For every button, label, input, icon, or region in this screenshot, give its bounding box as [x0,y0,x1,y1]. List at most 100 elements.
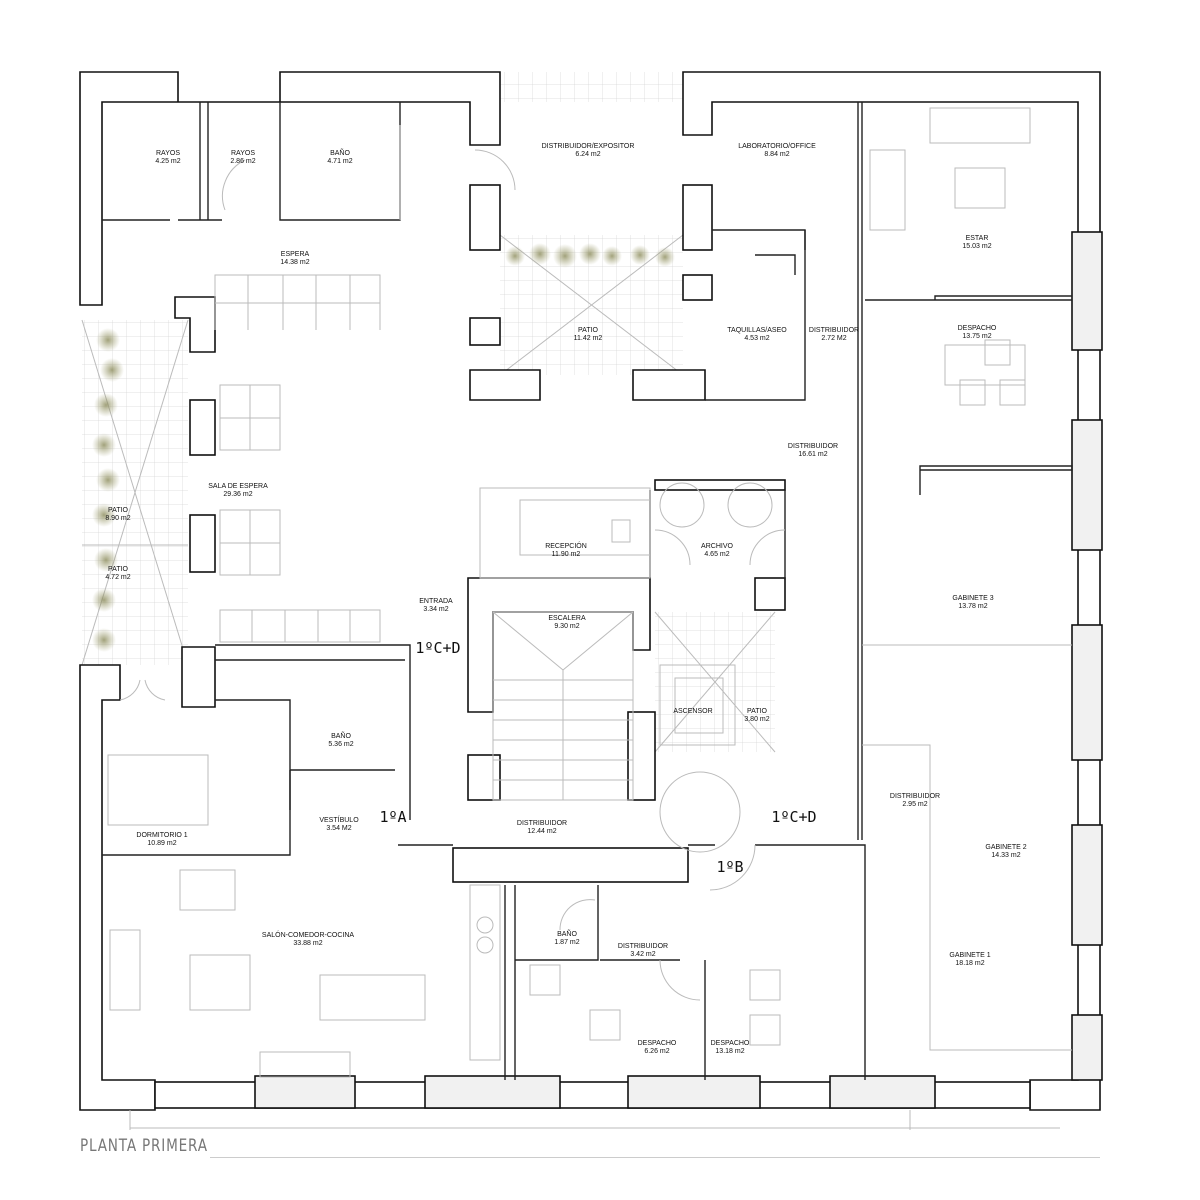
room-area: 13.78 m2 [958,603,987,610]
room-name: DORMITORIO 1 [136,832,187,839]
room-name: SALA DE ESPERA [208,483,268,490]
room-name: RAYOS [156,150,180,157]
room-name: DESPACHO [638,1040,677,1047]
room-area: 18.18 m2 [955,960,984,967]
room-area: 3.42 m2 [630,951,655,958]
title-underline [210,1157,1100,1158]
room-name: SALÓN-COMEDOR-COCINA [262,930,355,939]
patio-lift [654,611,776,753]
room-area: 6.24 m2 [575,151,600,158]
room-name: ESCALERA [548,615,586,622]
room-area: 15.03 m2 [962,243,991,250]
room-area: 4.53 m2 [744,335,769,342]
room-area: 2.72 M2 [821,335,846,342]
room-name: ARCHIVO [701,543,733,550]
room-name: DISTRIBUIDOR [890,793,940,800]
room-label: ASCENSOR [673,708,712,715]
room-name: GABINETE 3 [952,595,993,602]
staircase [492,611,634,801]
room-area: 4.72 m2 [105,574,130,581]
room-name: BAÑO [557,929,577,938]
unit-label: 1ºA [379,808,406,826]
room-area: 29.36 m2 [223,491,252,498]
room-area: 4.71 m2 [327,158,352,165]
furniture [107,107,1031,1078]
exterior-walls [79,71,1103,1130]
room-area: 2.86 m2 [230,158,255,165]
room-name: RAYOS [231,150,255,157]
room-area: 13.18 m2 [715,1048,744,1055]
room-area: 33.88 m2 [293,940,322,947]
room-name: GABINETE 1 [949,952,990,959]
room-area: 12.44 m2 [527,828,556,835]
room-area: 3.34 m2 [423,606,448,613]
room-area: 13.75 m2 [962,333,991,340]
room-area: 4.65 m2 [704,551,729,558]
room-name: RECEPCIÓN [545,541,587,550]
room-name: DISTRIBUIDOR [618,943,668,950]
room-area: 6.26 m2 [644,1048,669,1055]
room-name: DESPACHO [711,1040,750,1047]
room-name: PATIO [747,708,768,715]
room-name: ASCENSOR [673,708,712,715]
room-area: 11.42 m2 [574,335,603,342]
room-area: 5.36 m2 [328,741,353,748]
room-name: PATIO [108,507,129,514]
room-name: BAÑO [331,731,351,740]
unit-label: 1ºC+D [415,639,460,657]
room-name: ESTAR [966,235,989,242]
doors [119,125,786,1001]
room-name: TAQUILLAS/ASEO [727,327,787,334]
room-name: DISTRIBUIDOR/EXPOSITOR [542,143,635,150]
unit-label: 1ºB [716,858,743,876]
room-area: 2.95 m2 [902,801,927,808]
balcony [500,72,683,102]
room-area: 4.25 m2 [155,158,180,165]
room-name: ENTRADA [419,598,453,605]
room-name: DESPACHO [958,325,997,332]
room-area: 14.38 m2 [280,259,309,266]
room-area: 14.33 m2 [991,852,1020,859]
patio-central [499,234,684,376]
room-area: 3.54 M2 [326,825,351,832]
room-name: DISTRIBUIDOR [517,820,567,827]
elevator [659,664,736,746]
room-area: 3.80 m2 [744,716,769,723]
room-area: 1.87 m2 [554,939,579,946]
plan-title: PLANTA PRIMERA [80,1136,208,1156]
turning-circle [659,771,741,853]
room-name: DISTRIBUIDOR [809,327,859,334]
room-area: 8.90 m2 [105,515,130,522]
room-name: ESPERA [281,251,310,258]
